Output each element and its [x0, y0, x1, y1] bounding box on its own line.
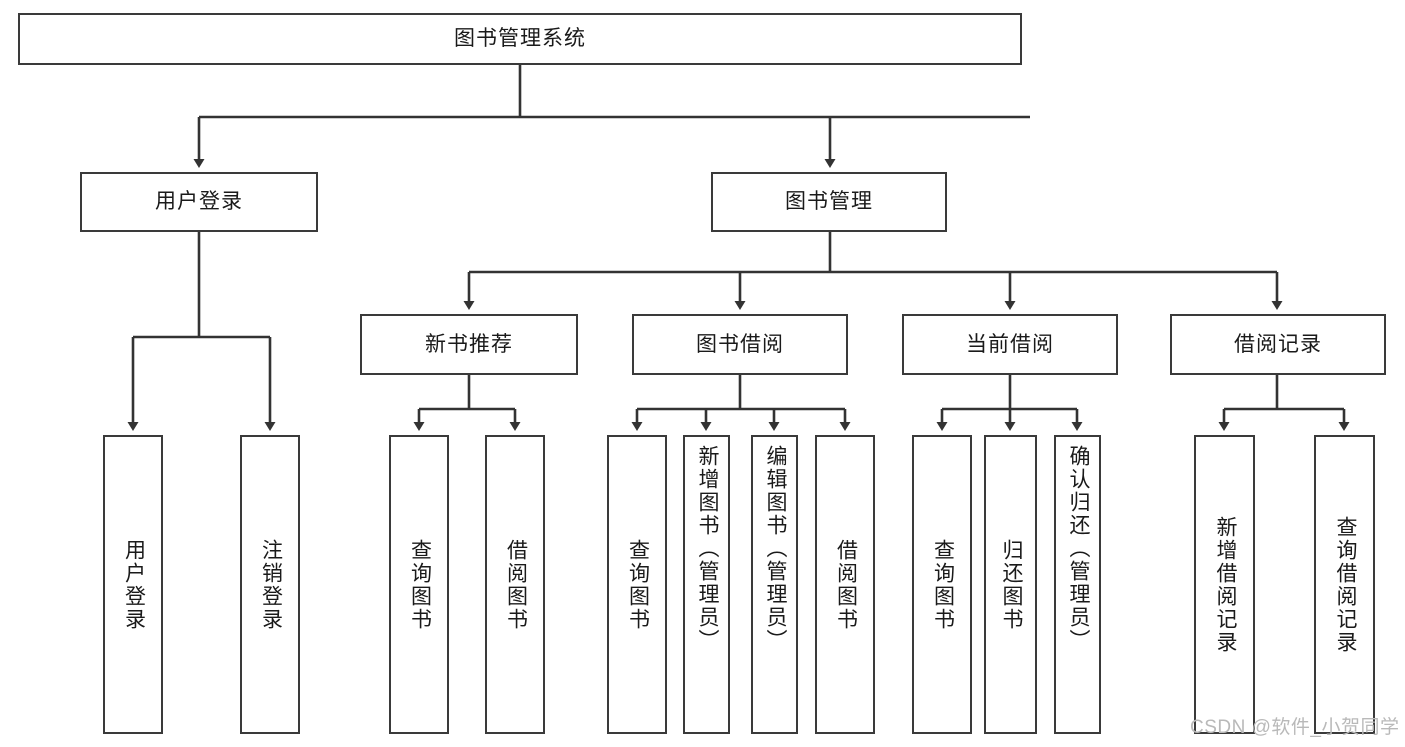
node-label: 借阅记录 [1234, 332, 1322, 356]
leaf-current-borrow-return-book[interactable]: 归还图书 [984, 435, 1037, 734]
leaf-current-borrow-confirm-return-admin[interactable]: 确认归还（管理员） [1054, 435, 1101, 734]
node-label: 图书借阅 [696, 332, 784, 356]
leaf-new-book-borrow-book[interactable]: 借阅图书 [485, 435, 545, 734]
leaf-new-book-query-book[interactable]: 查询图书 [389, 435, 449, 734]
node-label: 新增图书（管理员） [695, 445, 719, 652]
node-borrow-record[interactable]: 借阅记录 [1170, 314, 1386, 375]
node-label: 借阅图书 [504, 538, 528, 631]
leaf-borrow-record-add-record[interactable]: 新增借阅记录 [1194, 435, 1255, 734]
leaf-book-borrow-add-book-admin[interactable]: 新增图书（管理员） [683, 435, 730, 734]
node-label: 查询图书 [626, 538, 650, 631]
csdn-watermark: CSDN @软件_小贺同学 [1190, 717, 1400, 738]
node-label: 当前借阅 [966, 332, 1054, 356]
leaf-user-login-login[interactable]: 用户登录 [103, 435, 163, 734]
node-book-management[interactable]: 图书管理 [711, 172, 947, 232]
node-label: 归还图书 [999, 538, 1023, 631]
node-user-login[interactable]: 用户登录 [80, 172, 318, 232]
node-label: 查询图书 [931, 538, 955, 631]
node-label: 注销登录 [259, 538, 283, 631]
node-label: 图书管理 [785, 190, 873, 214]
leaf-book-borrow-edit-book-admin[interactable]: 编辑图书（管理员） [751, 435, 798, 734]
node-current-borrow[interactable]: 当前借阅 [902, 314, 1118, 375]
node-label: 查询图书 [408, 538, 432, 631]
node-book-borrow[interactable]: 图书借阅 [632, 314, 848, 375]
leaf-current-borrow-query-book[interactable]: 查询图书 [912, 435, 972, 734]
leaf-book-borrow-query-book[interactable]: 查询图书 [607, 435, 667, 734]
leaf-borrow-record-query-record[interactable]: 查询借阅记录 [1314, 435, 1375, 734]
node-new-book-recommend[interactable]: 新书推荐 [360, 314, 578, 375]
node-label: 确认归还（管理员） [1066, 445, 1090, 652]
node-label: 查询借阅记录 [1333, 515, 1357, 654]
node-label: 用户登录 [155, 190, 243, 214]
node-label: 新增借阅记录 [1213, 515, 1237, 654]
node-label: 借阅图书 [834, 538, 858, 631]
node-label: 新书推荐 [425, 332, 513, 356]
leaf-user-login-logout[interactable]: 注销登录 [240, 435, 300, 734]
leaf-book-borrow-borrow-book[interactable]: 借阅图书 [815, 435, 875, 734]
node-root-book-management-system[interactable]: 图书管理系统 [18, 13, 1022, 65]
node-label: 编辑图书（管理员） [763, 445, 787, 652]
node-label: 用户登录 [122, 538, 146, 631]
node-label: 图书管理系统 [454, 27, 586, 51]
